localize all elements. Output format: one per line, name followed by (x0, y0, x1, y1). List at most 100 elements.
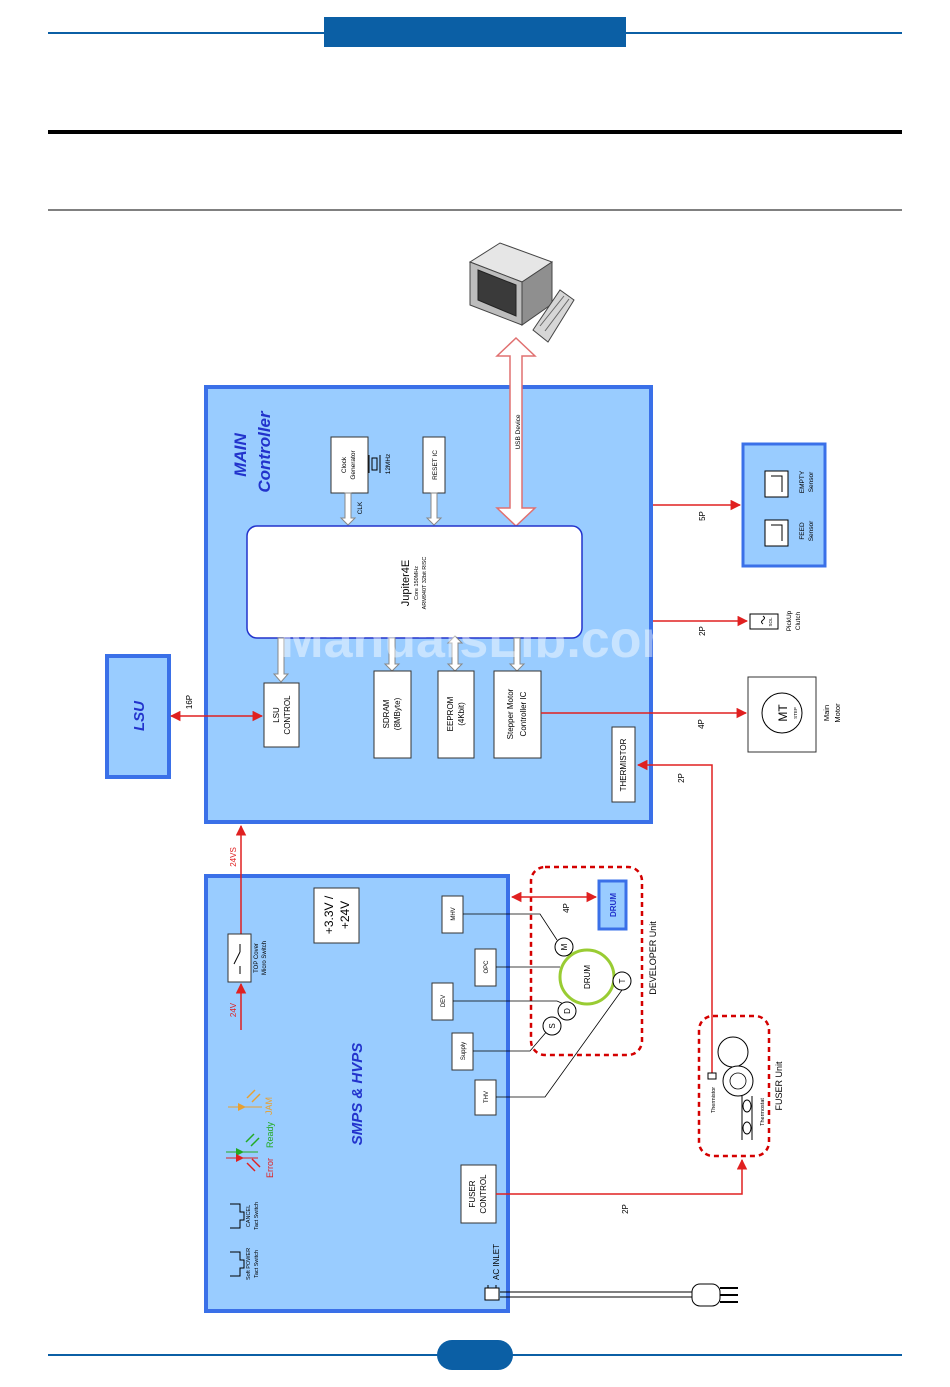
power-switch-icon (230, 1251, 245, 1277)
power-label-2: Tact Switch (254, 1250, 260, 1278)
clock-generator-label-1: Clock (341, 456, 348, 473)
fuser-unit-label: FUSER Unit (774, 1061, 784, 1111)
fuser-thermistor-icon (707, 1072, 717, 1080)
main-motor-step: STEP (793, 707, 798, 719)
empty-sensor-label-1: EMPTY (799, 470, 806, 493)
cpu-spec-2: ARM940T 32bit RISC (422, 557, 428, 610)
voltage-label-2: +24V (338, 901, 352, 929)
thermostat-icon (741, 1096, 753, 1140)
clk-label: CLK (357, 501, 364, 514)
main-motor-label-2: Motor (833, 703, 842, 723)
sdram-box (373, 670, 412, 759)
thv-wire (496, 989, 623, 1098)
fuser-unit-outline (697, 1014, 771, 1158)
thermistor-connector: 2P (677, 773, 686, 783)
jam-led-icon (228, 1089, 262, 1111)
clock-generator-label-2: Generator (350, 450, 357, 480)
supply-box (451, 1032, 474, 1071)
heading-rule (48, 130, 902, 134)
page-number-pill (437, 1340, 513, 1370)
error-label: Error (265, 1158, 275, 1178)
mhv-wire (463, 913, 558, 941)
lsu-control-label-2: CONTROL (283, 695, 292, 735)
lsu-box (105, 654, 171, 779)
mhv-box (441, 895, 464, 934)
fuser-roller-bottom-icon (722, 1065, 754, 1097)
eeprom-box (437, 670, 475, 759)
main-motor-label-1: Main (822, 705, 831, 721)
top-cover-switch-box (227, 933, 252, 983)
sensors-panel (741, 442, 827, 568)
lsu-control-label-1: LSU (272, 707, 281, 723)
main-motor-mt: MT (776, 704, 790, 722)
ac-inlet-label: AC INLET (492, 1244, 501, 1280)
fuser-control-label-2: CONTROL (479, 1174, 488, 1214)
fuser-control-label-1: FUSER (468, 1180, 477, 1207)
opc-box (474, 948, 497, 987)
cancel-label-2: Tact Switch (254, 1202, 260, 1230)
crystal-icon (368, 455, 381, 473)
sdram-label-2: (8MByte) (393, 697, 402, 730)
opc-label: OPC (484, 960, 490, 974)
ready-led-icon (226, 1133, 260, 1156)
fuser-roller-top-icon (717, 1036, 749, 1068)
thermistor-link (636, 759, 713, 1076)
fuser-thermistor-label: Thermistor (711, 1087, 717, 1113)
thermostat-label: Thermostat (760, 1098, 766, 1126)
sensors-connector: 5P (698, 511, 707, 521)
main-controller-title-2: Controller (255, 410, 274, 493)
stepper-label-2: Controller IC (519, 691, 528, 736)
heat-lamp-icon (729, 1072, 747, 1090)
thv-label: THV (484, 1091, 490, 1103)
developer-unit-outline (529, 865, 644, 1057)
empty-sensor-label-2: Sensor (808, 471, 815, 492)
m-roller-label: M (560, 943, 569, 950)
sdram-arrow (383, 637, 401, 672)
cancel-label-1: CANCEL (246, 1205, 252, 1227)
dev-box (431, 982, 454, 1021)
clock-generator-box (330, 436, 369, 494)
top-cover-label-1: TOP Cover (254, 943, 260, 973)
main-motor-icon (761, 692, 803, 734)
cpu-name: Jupiter4E (400, 560, 412, 606)
eeprom-label-1: EEPROM (446, 696, 455, 731)
clutch-solenoid-icon (749, 613, 779, 630)
smps-hvps-panel (204, 874, 510, 1313)
voltage-box (313, 887, 360, 944)
supply-wire (473, 1029, 549, 1052)
drum-badge-label: DRUM (609, 893, 618, 917)
thermistor-box (611, 726, 636, 803)
feed-sensor-label-2: Sensor (808, 520, 815, 541)
d-roller-label: D (563, 1008, 572, 1014)
cpu-box (246, 525, 583, 639)
voltage-label-1: +3.3V / (322, 895, 336, 934)
t-roller-icon (612, 971, 632, 991)
fuser-control-connector: 2P (621, 1204, 630, 1214)
developer-connector: 4P (562, 903, 571, 913)
clk-arrow (339, 492, 357, 526)
error-led-icon (226, 1154, 261, 1172)
supply-label: Supply (461, 1042, 467, 1060)
dev-label: DEV (441, 995, 447, 1007)
pc-icon (468, 242, 575, 343)
feed-sensor-icon (764, 519, 789, 547)
mhv-label: MHV (451, 907, 457, 920)
power-link-label: 24VS (229, 847, 238, 867)
v24-label: 24V (229, 1002, 238, 1017)
reset-arrow (425, 492, 443, 526)
lsu-connector: 16P (185, 695, 194, 709)
s-roller-label: S (548, 1023, 557, 1028)
header-tab (324, 17, 626, 47)
fuser-control-link (496, 1158, 748, 1195)
developer-unit-label: DEVELOPER Unit (648, 921, 658, 995)
stepper-arrow (508, 637, 526, 672)
cancel-switch-icon (230, 1203, 245, 1229)
t-roller-label: T (618, 978, 627, 983)
clock-frequency: 12MHz (385, 454, 392, 475)
ac-plug-icon (691, 1283, 738, 1307)
feed-sensor-label-1: FEED (799, 522, 806, 540)
drum-badge (597, 879, 628, 931)
ready-label: Ready (265, 1121, 275, 1148)
eeprom-label-2: (4Kbit) (457, 702, 466, 726)
m-roller-icon (554, 937, 574, 957)
